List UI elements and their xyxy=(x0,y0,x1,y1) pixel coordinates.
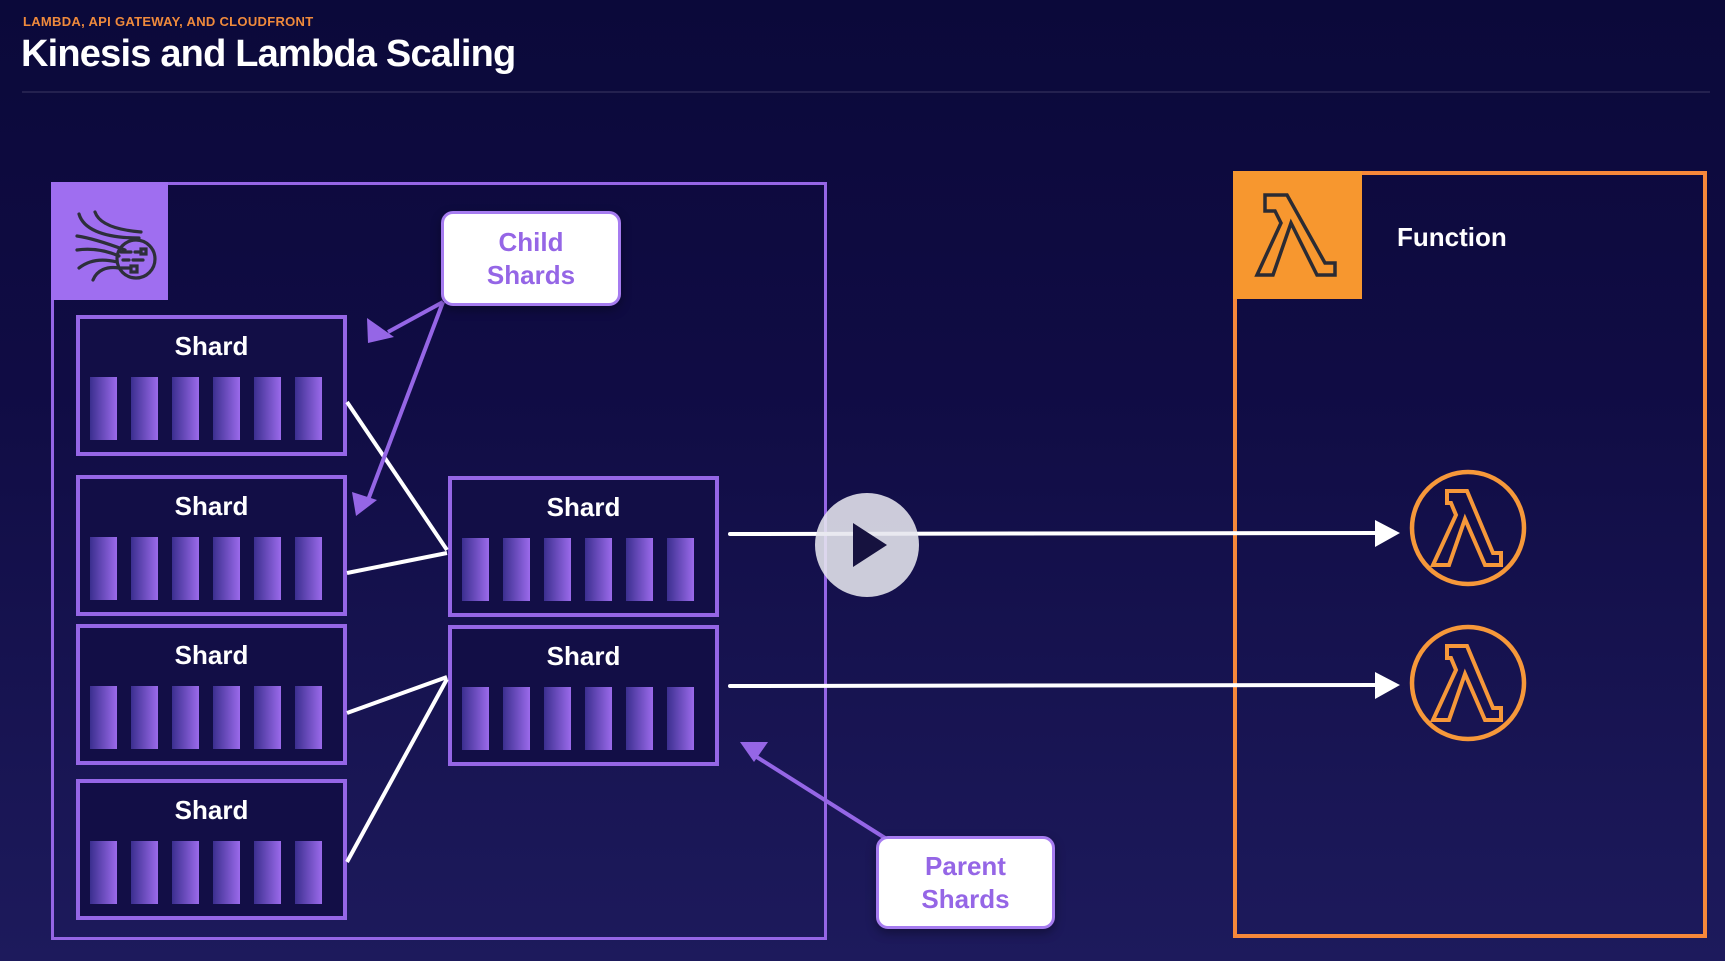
shard-record xyxy=(295,686,322,749)
shard-label: Shard xyxy=(546,492,621,522)
shard-label: Shard xyxy=(174,640,249,670)
shard-label: Shard xyxy=(546,641,621,671)
shard-label: Shard xyxy=(174,795,249,825)
shard-record xyxy=(213,841,240,904)
child-shard: Shard xyxy=(76,475,347,616)
shard-record xyxy=(667,538,694,601)
shard-record xyxy=(295,377,322,440)
child-shard: Shard xyxy=(76,624,347,765)
callout-text: Parent Shards xyxy=(921,850,1010,914)
section-subtitle: LAMBDA, API GATEWAY, AND CLOUDFRONT xyxy=(23,14,314,29)
shard-record xyxy=(131,686,158,749)
shard-record xyxy=(172,537,199,600)
shard-record xyxy=(626,687,653,750)
shard-record xyxy=(131,841,158,904)
shard-record xyxy=(90,377,117,440)
shard-record xyxy=(585,538,612,601)
child-shards-callout: Child Shards xyxy=(441,211,621,306)
shard-records xyxy=(462,687,694,750)
shard-record xyxy=(90,686,117,749)
play-button[interactable] xyxy=(815,493,919,597)
page-title: Kinesis and Lambda Scaling xyxy=(21,33,516,75)
shard-record xyxy=(462,687,489,750)
parent-shard: Shard xyxy=(448,625,719,766)
shard-record xyxy=(503,687,530,750)
shard-record xyxy=(295,537,322,600)
header-divider xyxy=(22,91,1710,93)
shard-record xyxy=(131,377,158,440)
shard-record xyxy=(213,537,240,600)
shard-record xyxy=(172,686,199,749)
shard-record xyxy=(295,841,322,904)
shard-record xyxy=(503,538,530,601)
shard-record xyxy=(254,686,281,749)
shard-record xyxy=(585,687,612,750)
lambda-function-container xyxy=(1233,171,1707,938)
shard-record xyxy=(131,537,158,600)
function-label: Function xyxy=(1397,222,1507,252)
shard-record xyxy=(544,538,571,601)
parent-shards-callout: Parent Shards xyxy=(876,836,1055,929)
shard-records xyxy=(462,538,694,601)
shard-label: Shard xyxy=(174,331,249,361)
shard-records xyxy=(90,537,322,600)
shard-records xyxy=(90,841,322,904)
shard-record xyxy=(172,841,199,904)
lambda-instance xyxy=(1409,624,1529,749)
child-shard: Shard xyxy=(76,315,347,456)
play-icon xyxy=(853,523,887,567)
shard-record xyxy=(544,687,571,750)
shard-record xyxy=(90,841,117,904)
shard-record xyxy=(90,537,117,600)
parent-shard: Shard xyxy=(448,476,719,617)
shard-record xyxy=(254,537,281,600)
shard-record xyxy=(213,686,240,749)
shard-records xyxy=(90,377,322,440)
shard-record xyxy=(462,538,489,601)
child-shard: Shard xyxy=(76,779,347,920)
callout-text: Child Shards xyxy=(486,226,576,290)
kinesis-icon xyxy=(51,182,168,300)
lambda-icon xyxy=(1233,171,1362,299)
shard-record xyxy=(254,841,281,904)
shard-record xyxy=(172,377,199,440)
shard-record xyxy=(667,687,694,750)
shard-record xyxy=(254,377,281,440)
shard-records xyxy=(90,686,322,749)
lambda-instance xyxy=(1409,469,1529,594)
shard-record xyxy=(213,377,240,440)
shard-label: Shard xyxy=(174,491,249,521)
shard-record xyxy=(626,538,653,601)
